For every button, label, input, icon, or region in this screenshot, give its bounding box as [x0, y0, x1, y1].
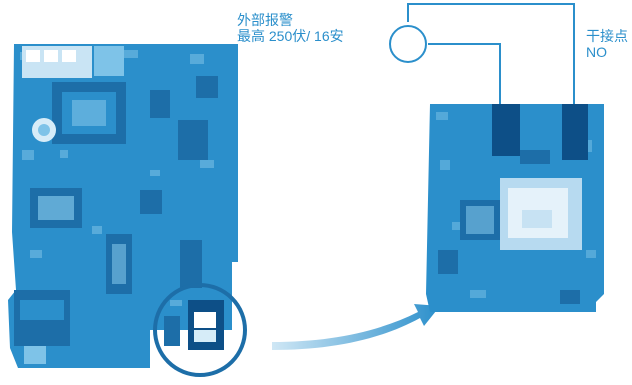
zoom-circle: [153, 283, 247, 377]
wiring: [407, 3, 575, 104]
components-right: [140, 76, 218, 214]
control-board: [8, 44, 247, 377]
closeup-chip: [460, 200, 500, 240]
dry-contact-label: 干接点 NO: [586, 28, 628, 60]
contact-mode: NO: [586, 44, 607, 60]
transformer: [52, 82, 126, 144]
contact-type: 干接点: [586, 28, 628, 44]
ic-lower: [106, 234, 202, 294]
terminal-left: [492, 104, 520, 156]
closeup-board: [426, 104, 604, 312]
alarm-title: 外部报警: [237, 12, 293, 28]
relay-highlight: [164, 300, 224, 350]
terminal-right: [562, 104, 588, 160]
terminal-block-top: [22, 46, 124, 78]
zoom-arrow: [272, 304, 440, 350]
alarm-rating: 最高 250伏/ 16安: [237, 28, 344, 44]
bottom-connector: [14, 290, 70, 364]
closeup-components: [438, 150, 580, 304]
alarm-symbol: [389, 25, 427, 63]
external-alarm-label: 外部报警 最高 250伏/ 16安: [237, 12, 344, 44]
chip-left: [30, 188, 82, 228]
closeup-relay: [500, 178, 582, 250]
